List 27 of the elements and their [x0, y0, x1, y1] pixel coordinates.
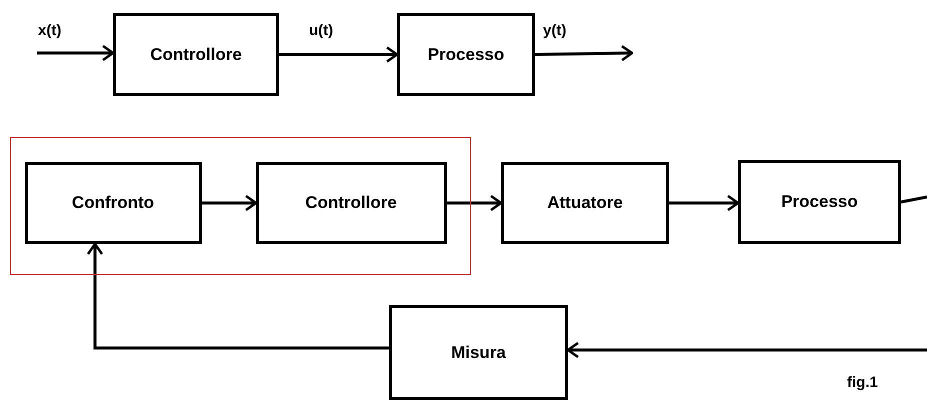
process-box: [738, 160, 901, 244]
block-label: Attuatore: [547, 193, 623, 213]
arrow: [447, 194, 502, 212]
process-box: [256, 162, 446, 244]
process-box: [113, 13, 279, 96]
arrow: [202, 194, 258, 212]
arrow: [86, 242, 389, 350]
block-label: Controllore: [150, 44, 242, 64]
process-box: [397, 13, 535, 96]
arrow: [279, 46, 398, 63]
figure-number: fig.1: [847, 374, 878, 391]
arrow: [566, 342, 927, 358]
signal-label: y(t): [543, 22, 566, 39]
signal-label: u(t): [309, 22, 334, 39]
signal-label: x(t): [38, 22, 62, 39]
block-label: Controllore: [305, 192, 397, 212]
block-label: Processo: [781, 192, 858, 212]
arrow: [669, 194, 740, 212]
block-label: Misura: [451, 342, 506, 362]
process-box: [24, 162, 202, 244]
arrow: [37, 44, 114, 62]
arrow: [534, 44, 634, 62]
process-box: [501, 162, 669, 244]
block-label: Processo: [428, 44, 504, 64]
group-frame: [10, 137, 471, 275]
block-label: Confronto: [72, 192, 154, 212]
process-box: [389, 305, 568, 400]
